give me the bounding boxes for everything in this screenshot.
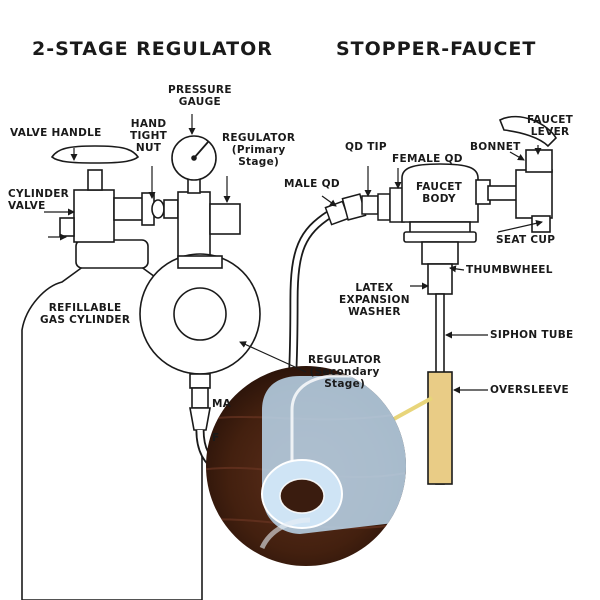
label-oversleeve: OVERSLEEVE	[490, 384, 569, 396]
tubing-closeup-inset	[206, 366, 406, 566]
label-male-qd: MALE QD	[284, 178, 340, 190]
leader-lines	[44, 114, 543, 394]
secondary-regulator	[139, 253, 261, 431]
label-bonnet: BONNET	[470, 141, 521, 153]
title-stopper-faucet: STOPPER-FAUCET	[336, 38, 537, 60]
label-qd-tip: QD TIP	[345, 141, 387, 153]
cylinder-valve	[50, 145, 179, 243]
label-siphon-tube: SIPHON TUBE	[490, 329, 574, 341]
faucet-assembly	[401, 115, 557, 485]
label-partial-left: F	[212, 432, 220, 444]
title-2-stage-regulator: 2-STAGE REGULATOR	[32, 38, 273, 60]
primary-regulator	[171, 135, 241, 259]
label-thumbwheel: THUMBWHEEL	[466, 264, 553, 276]
label-seat-cup: SEAT CUP	[496, 234, 556, 246]
label-female-qd: FEMALE QD	[392, 153, 463, 165]
label-male-qd-left-partial: MA	[212, 398, 232, 410]
label-valve-handle: VALVE HANDLE	[10, 127, 102, 139]
zoom-pointer	[391, 396, 433, 422]
qd-connector	[324, 187, 405, 226]
